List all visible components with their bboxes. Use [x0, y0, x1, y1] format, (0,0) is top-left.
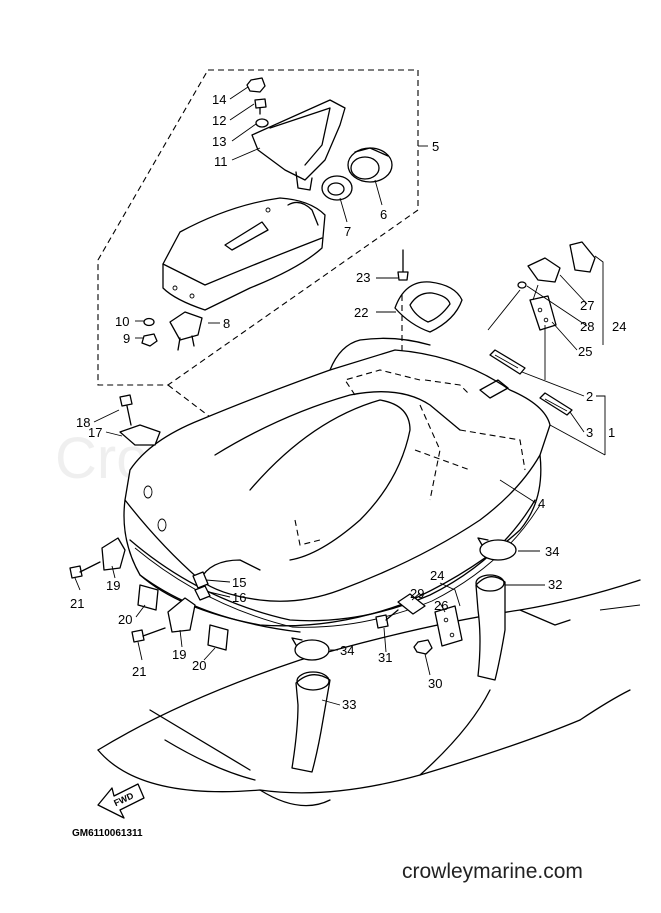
part-32-hose [475, 574, 506, 681]
part-33-hose [291, 671, 331, 773]
part-17-bracket [119, 424, 161, 446]
hood-cover [162, 197, 326, 311]
callout-26: 26 [434, 598, 448, 613]
part-7-grommet [321, 175, 353, 201]
part-31-bolt [375, 609, 399, 629]
callout-20-left: 20 [118, 612, 132, 627]
callout-34-lower: 34 [340, 643, 354, 658]
diagram-code: GM6110061311 [72, 828, 143, 839]
callout-4: 4 [538, 496, 545, 511]
hull-body [97, 579, 641, 807]
part-14-nut [246, 77, 266, 93]
callout-18: 18 [76, 415, 90, 430]
part-28-pin [517, 281, 527, 289]
part-13-washer [255, 118, 269, 128]
callout-3: 3 [586, 425, 593, 440]
callout-21-left: 21 [70, 596, 84, 611]
callout-17: 17 [88, 425, 102, 440]
callout-11: 11 [214, 154, 228, 169]
callout-27: 27 [580, 298, 594, 313]
callout-24-lower: 24 [430, 568, 444, 583]
part-26-plate [434, 605, 463, 647]
part-2-strip [489, 349, 526, 375]
part-8-hinge [169, 311, 203, 351]
leader-lines [74, 86, 606, 706]
part-12-bolt [254, 98, 267, 115]
part-29-bracket [397, 593, 426, 615]
callout-7: 7 [344, 224, 351, 239]
callout-19-right: 19 [172, 647, 186, 662]
part-19-bracket-left [101, 537, 126, 571]
part-20-plate-right [207, 624, 229, 651]
callout-23: 23 [356, 270, 370, 285]
callout-28: 28 [580, 319, 594, 334]
part-18-bolt [119, 394, 133, 426]
callout-15: 15 [232, 575, 246, 590]
part-34-clamp-lower [291, 637, 330, 661]
part-22-plate [394, 281, 463, 355]
deck-cover [123, 337, 551, 633]
callout-6: 6 [380, 207, 387, 222]
callout-30: 30 [428, 676, 442, 691]
part-6-ring [347, 147, 393, 183]
callout-25: 25 [578, 344, 592, 359]
part-16-clip [194, 585, 211, 601]
callout-5: 5 [432, 139, 439, 154]
callout-1: 1 [608, 425, 615, 440]
callout-labels: 14 12 13 11 5 6 7 23 22 10 9 8 27 28 24 … [70, 92, 626, 712]
callout-24-upper: 24 [612, 319, 626, 334]
callout-22: 22 [354, 305, 368, 320]
part-19-bracket-right [167, 597, 196, 633]
latch-leaders [487, 284, 546, 380]
callout-10: 10 [115, 314, 129, 329]
callout-33: 33 [342, 697, 356, 712]
part-10-washer [143, 317, 155, 327]
callout-9: 9 [123, 331, 130, 346]
part-21-bolt-left [69, 561, 101, 579]
callout-14: 14 [212, 92, 226, 107]
part-9-nut [141, 333, 158, 347]
part-20-plate-left [137, 584, 159, 611]
footer-site-link[interactable]: crowleymarine.com [402, 860, 583, 883]
callout-13: 13 [212, 134, 226, 149]
fwd-arrow-icon: FWD [97, 783, 145, 819]
part-3-strip [539, 392, 573, 416]
callout-2: 2 [586, 389, 593, 404]
callout-34-upper: 34 [545, 544, 559, 559]
callout-32: 32 [548, 577, 562, 592]
callout-20-right: 20 [192, 658, 206, 673]
callout-8: 8 [223, 316, 230, 331]
part-15-clip [192, 571, 209, 589]
callout-19-left: 19 [106, 578, 120, 593]
part-27-latch [527, 241, 596, 283]
part-30-nut [413, 639, 433, 655]
part-21-bolt-right [131, 627, 166, 643]
callout-12: 12 [212, 113, 226, 128]
callout-29: 29 [410, 586, 424, 601]
part-25-plate [529, 295, 557, 331]
callout-21-right: 21 [132, 664, 146, 679]
callout-16: 16 [232, 590, 246, 605]
callout-31: 31 [378, 650, 392, 665]
part-11-bracket [251, 99, 346, 191]
part-23-screw [397, 249, 409, 281]
part-34-clamp-upper [477, 537, 517, 561]
